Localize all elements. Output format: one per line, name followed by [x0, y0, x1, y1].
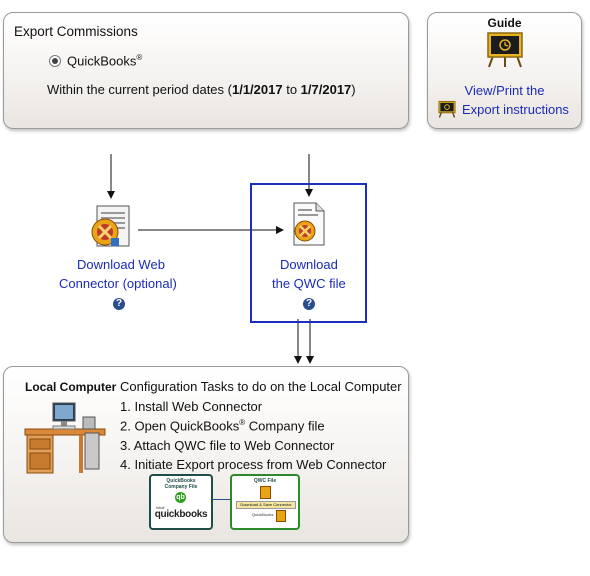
web-connector-help-icon[interactable]: ?	[113, 298, 125, 310]
qb-card-title: QuickBooks	[166, 478, 196, 484]
quickbooks-radio[interactable]	[49, 55, 61, 67]
download-web-connector-link[interactable]: Download Web	[77, 257, 165, 272]
qwc-file-icon[interactable]	[290, 201, 328, 247]
small-board-icon[interactable]	[437, 100, 457, 118]
guide-title: Guide	[487, 16, 522, 30]
guide-panel: Guide View/Print the Export instructions	[427, 12, 582, 129]
task-initiate-export: 4. Initiate Export process from Web Conn…	[120, 457, 387, 472]
period-dates-text: Within the current period dates (1/1/201…	[47, 82, 356, 97]
task-open-company-file: 2. Open QuickBooks® Company file	[120, 418, 325, 434]
quickbooks-company-file-card: QuickBooks Company File qb intuit quickb…	[149, 474, 213, 530]
card-connector	[212, 499, 230, 500]
export-commissions-panel: Export Commissions QuickBooks® Within th…	[3, 12, 409, 129]
qb-card-intuit: intuit	[156, 505, 165, 510]
qwc-card-file-icon	[260, 486, 271, 499]
web-connector-optional-link[interactable]: Connector (optional)	[59, 276, 177, 291]
presentation-board-icon[interactable]	[485, 30, 525, 68]
qwc-download-highlight[interactable]	[250, 183, 367, 323]
export-title: Export Commissions	[14, 24, 138, 39]
qb-card-brand: quickbooks	[154, 509, 208, 520]
computer-desk-icon	[24, 402, 106, 474]
qb-card-subtitle: Company File	[164, 484, 198, 490]
qwc-card-doc-icon	[276, 510, 286, 522]
quickbooks-logo-icon: qb	[175, 492, 186, 503]
task-attach-qwc: 3. Attach QWC file to Web Connector	[120, 438, 335, 453]
view-print-instructions-link[interactable]: View/Print the	[464, 83, 545, 98]
local-computer-title: Local Computer	[25, 380, 117, 394]
local-computer-panel: Local Computer Configuration Tasks to do…	[3, 366, 409, 543]
task-install-web-connector: 1. Install Web Connector	[120, 399, 263, 414]
qwc-help-icon[interactable]: ?	[303, 298, 315, 310]
download-qwc-link[interactable]: Download	[280, 257, 338, 272]
config-tasks-heading: Configuration Tasks to do on the Local C…	[120, 379, 402, 394]
qwc-file-card: QWC File Download & Save Connector Quick…	[230, 474, 300, 530]
export-instructions-link[interactable]: Export instructions	[462, 102, 569, 117]
quickbooks-option-label[interactable]: QuickBooks®	[67, 53, 143, 69]
qwc-card-footer: QuickBooks	[252, 512, 274, 517]
period-start-date: 1/1/2017	[231, 82, 283, 97]
qwc-card-subtitle: Download & Save Connector	[236, 501, 296, 509]
qwc-card-title: QWC File	[253, 478, 277, 484]
web-connector-icon[interactable]	[89, 204, 133, 250]
period-end-date: 1/7/2017	[300, 82, 352, 97]
qwc-file-link[interactable]: the QWC file	[272, 276, 346, 291]
